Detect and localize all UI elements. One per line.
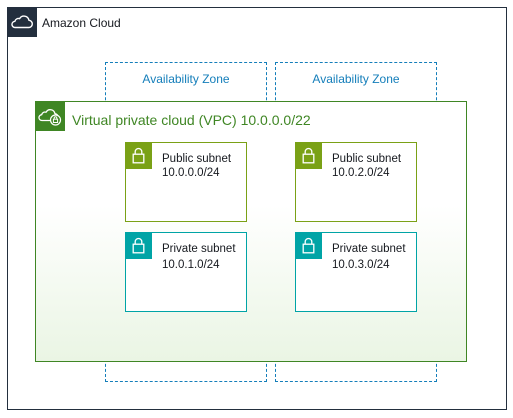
lock-icon: [295, 142, 322, 169]
cloud-label: Amazon Cloud: [42, 16, 121, 30]
subnet-name: Public subnet: [332, 153, 402, 165]
subnet-cidr: 10.0.2.0/24: [332, 167, 390, 179]
lock-icon: [295, 232, 322, 259]
subnet-cidr: 10.0.3.0/24: [332, 259, 390, 271]
lock-icon: [125, 232, 152, 259]
lock-icon: [125, 142, 152, 169]
cloud-icon: [7, 7, 37, 37]
subnet-name: Public subnet: [162, 153, 232, 165]
subnet-name: Private subnet: [332, 243, 406, 255]
cloud-group: [7, 7, 507, 410]
public-subnet-2: [295, 142, 417, 222]
availability-zone-label-2: Availability Zone: [312, 72, 400, 86]
subnet-cidr: 10.0.1.0/24: [162, 259, 220, 271]
vpc-icon: [35, 101, 65, 131]
subnet-cidr: 10.0.0.0/24: [162, 167, 220, 179]
subnet-name: Private subnet: [162, 243, 236, 255]
vpc-label: Virtual private cloud (VPC) 10.0.0.0/22: [72, 112, 311, 128]
availability-zone-label-1: Availability Zone: [142, 72, 230, 86]
